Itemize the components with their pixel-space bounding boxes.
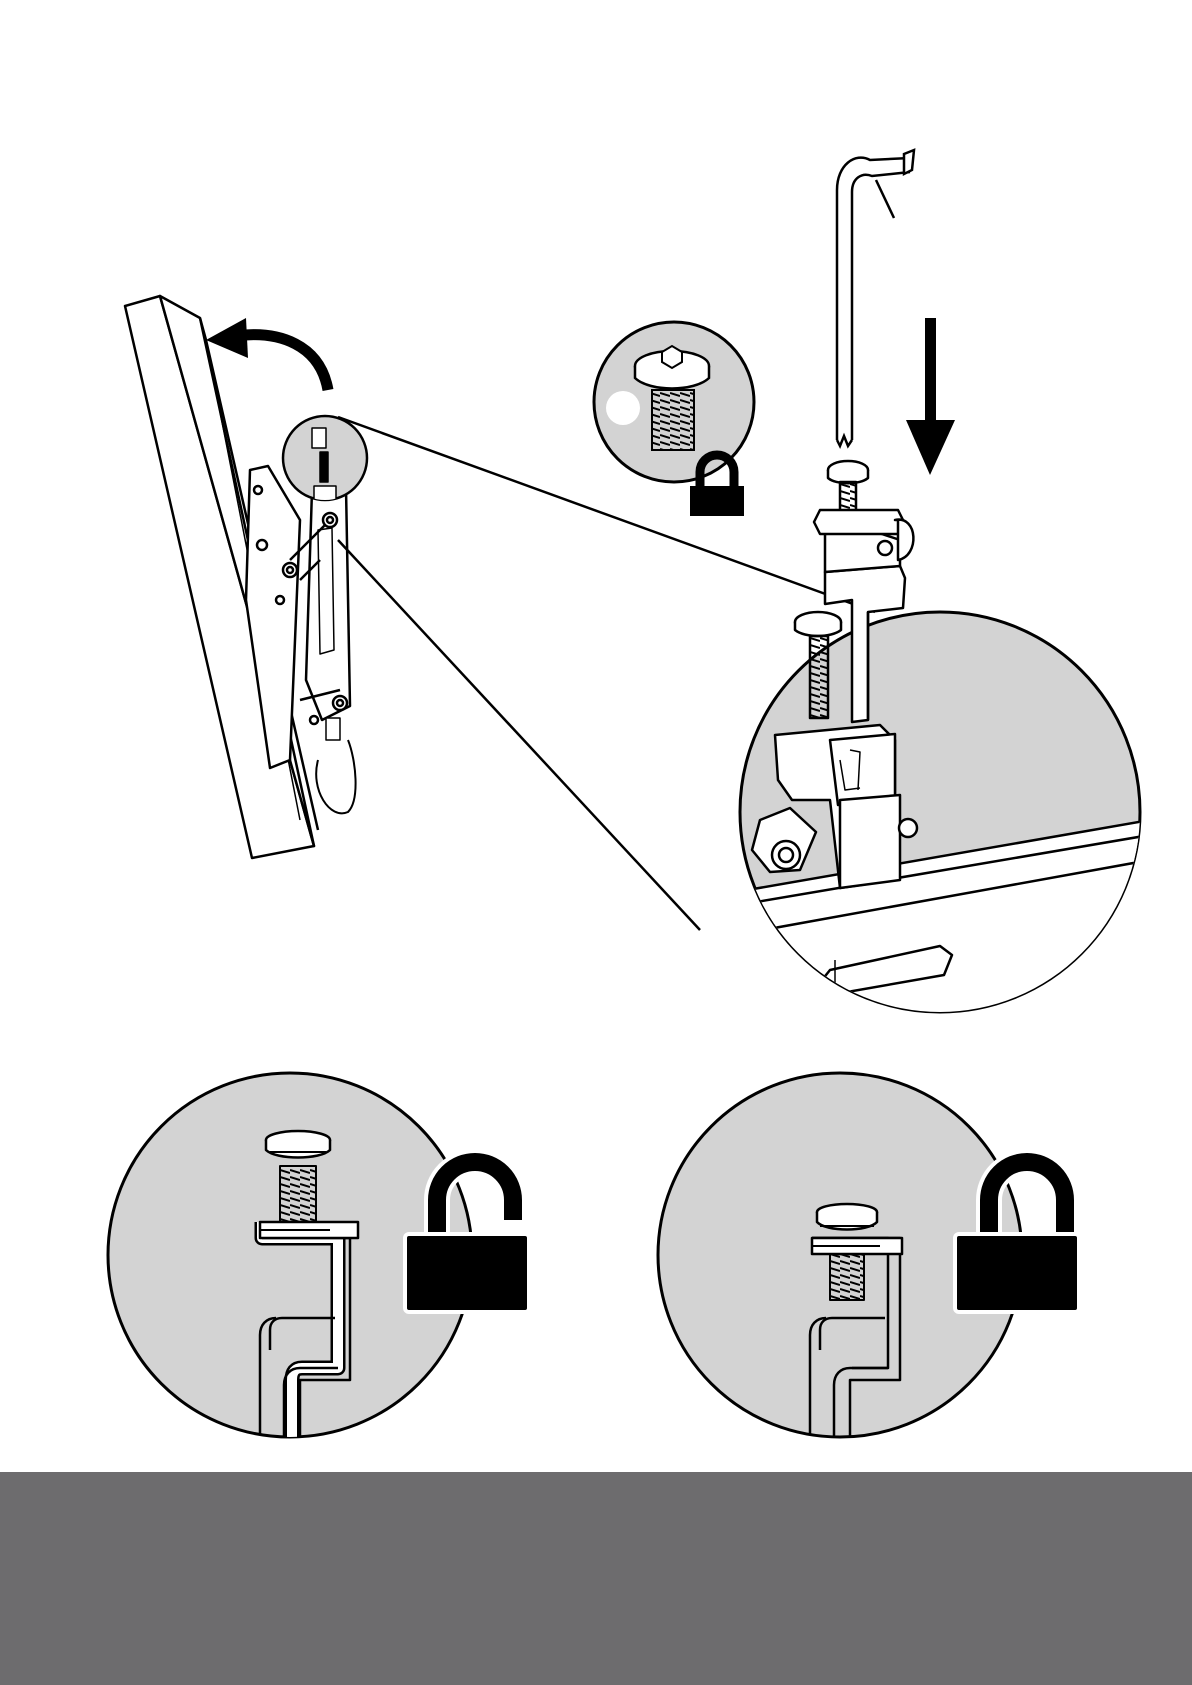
zoom-leader-line [338,540,700,930]
torx-l-key-icon [837,150,914,446]
down-arrow-icon [906,318,955,475]
footer-band [0,1472,1192,1685]
curved-tilt-arrow-icon [206,318,328,390]
mount-detail-zoom [680,461,1150,1040]
callout-dot [606,391,640,425]
